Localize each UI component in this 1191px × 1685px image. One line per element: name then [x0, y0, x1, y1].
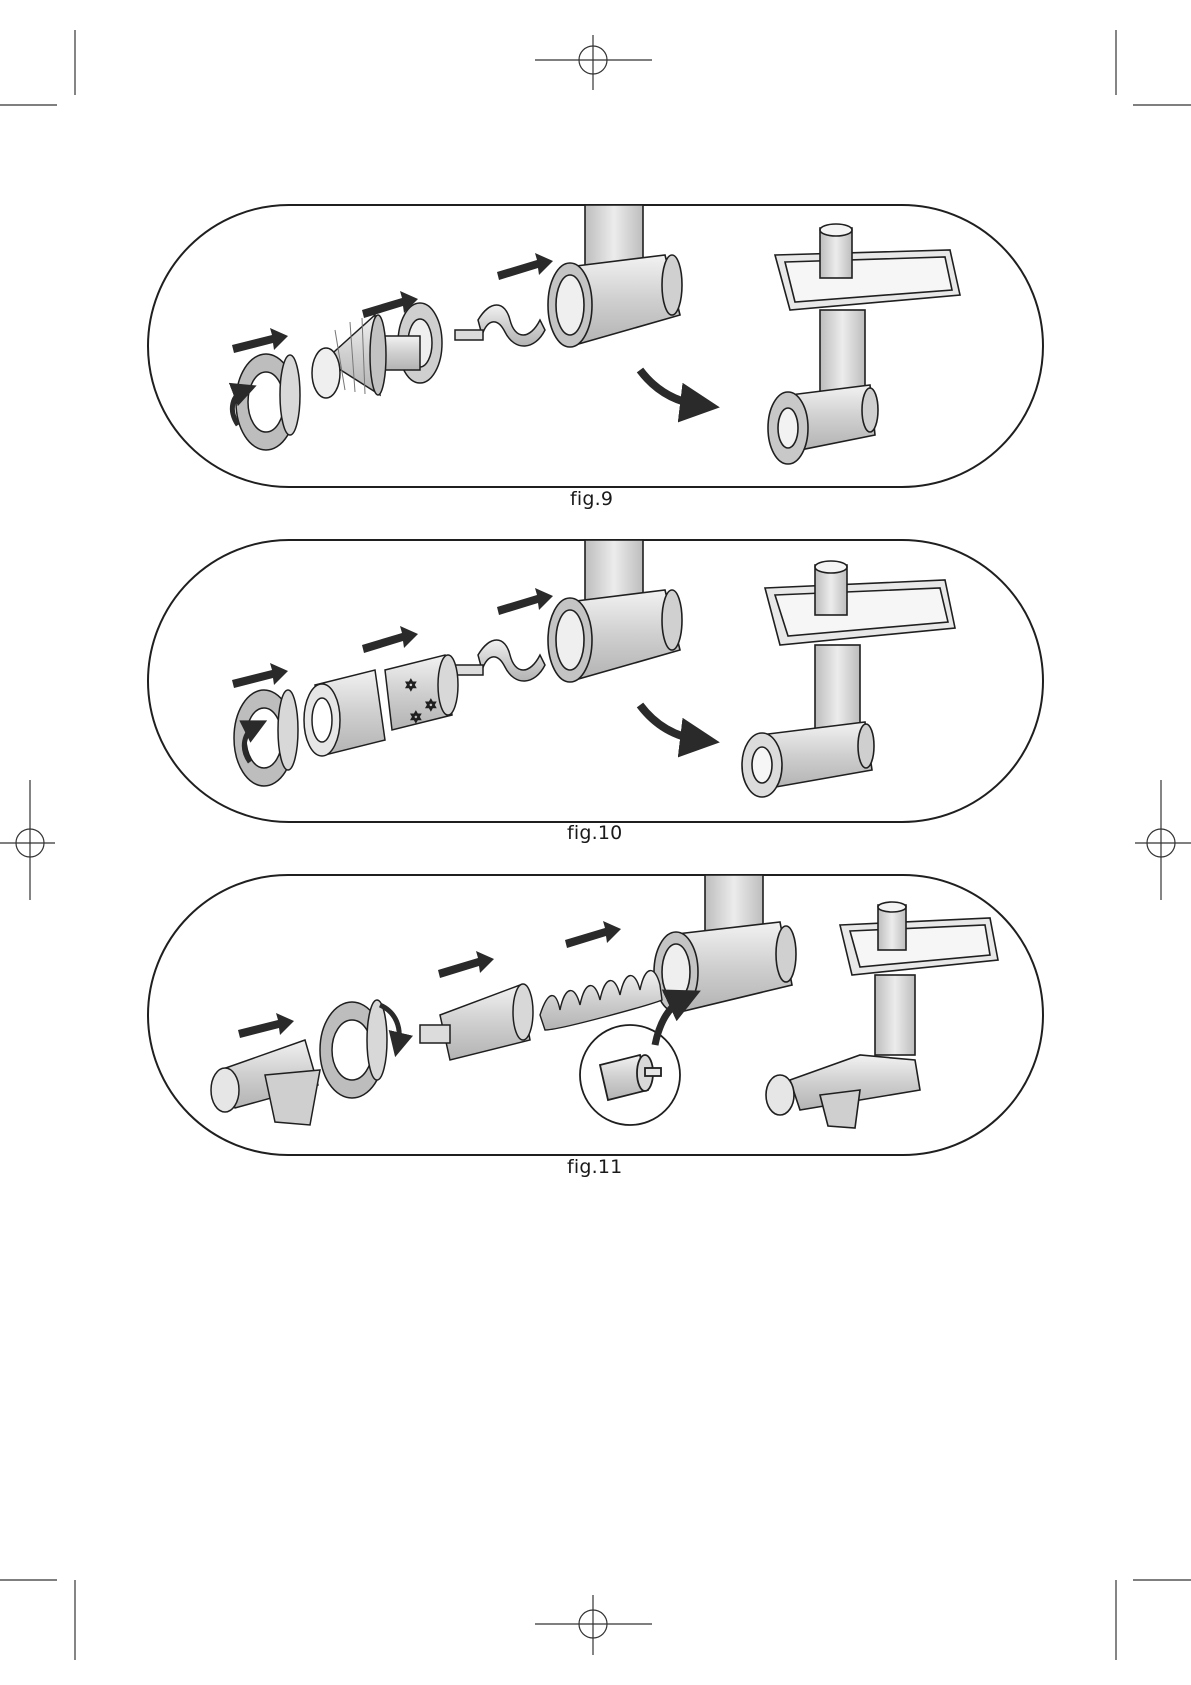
crop-mark-icon: [0, 1580, 75, 1660]
crop-mark-icon: [1116, 1580, 1191, 1660]
push-arrow-icon: [565, 921, 621, 948]
assembled-grinder: [766, 902, 998, 1128]
crop-mark-icon: [1116, 30, 1191, 105]
push-arrow-icon: [362, 626, 418, 653]
detail-inset: [580, 1025, 680, 1125]
svg-text:✡: ✡: [405, 678, 417, 694]
strainer: [420, 984, 533, 1060]
fig10-caption: fig.10: [567, 822, 622, 844]
auger: [455, 640, 545, 681]
crop-mark-icon: [0, 30, 75, 105]
assembled-grinder: [742, 561, 955, 797]
curved-arrow-icon: [640, 705, 700, 740]
grinder-body: [654, 875, 796, 1012]
registration-target-icon: [0, 780, 55, 900]
fig9-diagram: [148, 205, 1043, 487]
push-arrow-icon: [238, 1013, 294, 1038]
cone: [312, 315, 386, 398]
push-arrow-icon: [497, 588, 553, 615]
svg-text:✡: ✡: [410, 710, 422, 726]
registration-target-icon: [1135, 780, 1191, 900]
registration-target-icon: [535, 1595, 652, 1655]
fig10-diagram: ✡ ✡ ✡: [148, 540, 1043, 822]
fig9-caption: fig.9: [570, 488, 613, 510]
grinder-body: [548, 205, 682, 347]
ring-nut: [320, 1000, 387, 1098]
fig11-diagram: [148, 875, 1043, 1155]
grinder-body: [548, 540, 682, 682]
push-arrow-icon: [232, 663, 288, 688]
curved-arrow-icon: [640, 370, 700, 405]
registration-target-icon: [535, 35, 652, 90]
fig11-caption: fig.11: [567, 1156, 622, 1178]
auger: [455, 305, 545, 346]
sleeve: [304, 670, 385, 756]
star-drum: ✡ ✡ ✡: [385, 655, 458, 730]
spiral-auger: [540, 971, 662, 1030]
ring-nut: [236, 354, 300, 450]
push-arrow-icon: [497, 253, 553, 280]
assembled-grinder: [768, 224, 960, 464]
juice-outlet: [211, 1040, 320, 1125]
svg-text:✡: ✡: [425, 698, 437, 714]
push-arrow-icon: [438, 951, 494, 978]
push-arrow-icon: [232, 328, 288, 353]
